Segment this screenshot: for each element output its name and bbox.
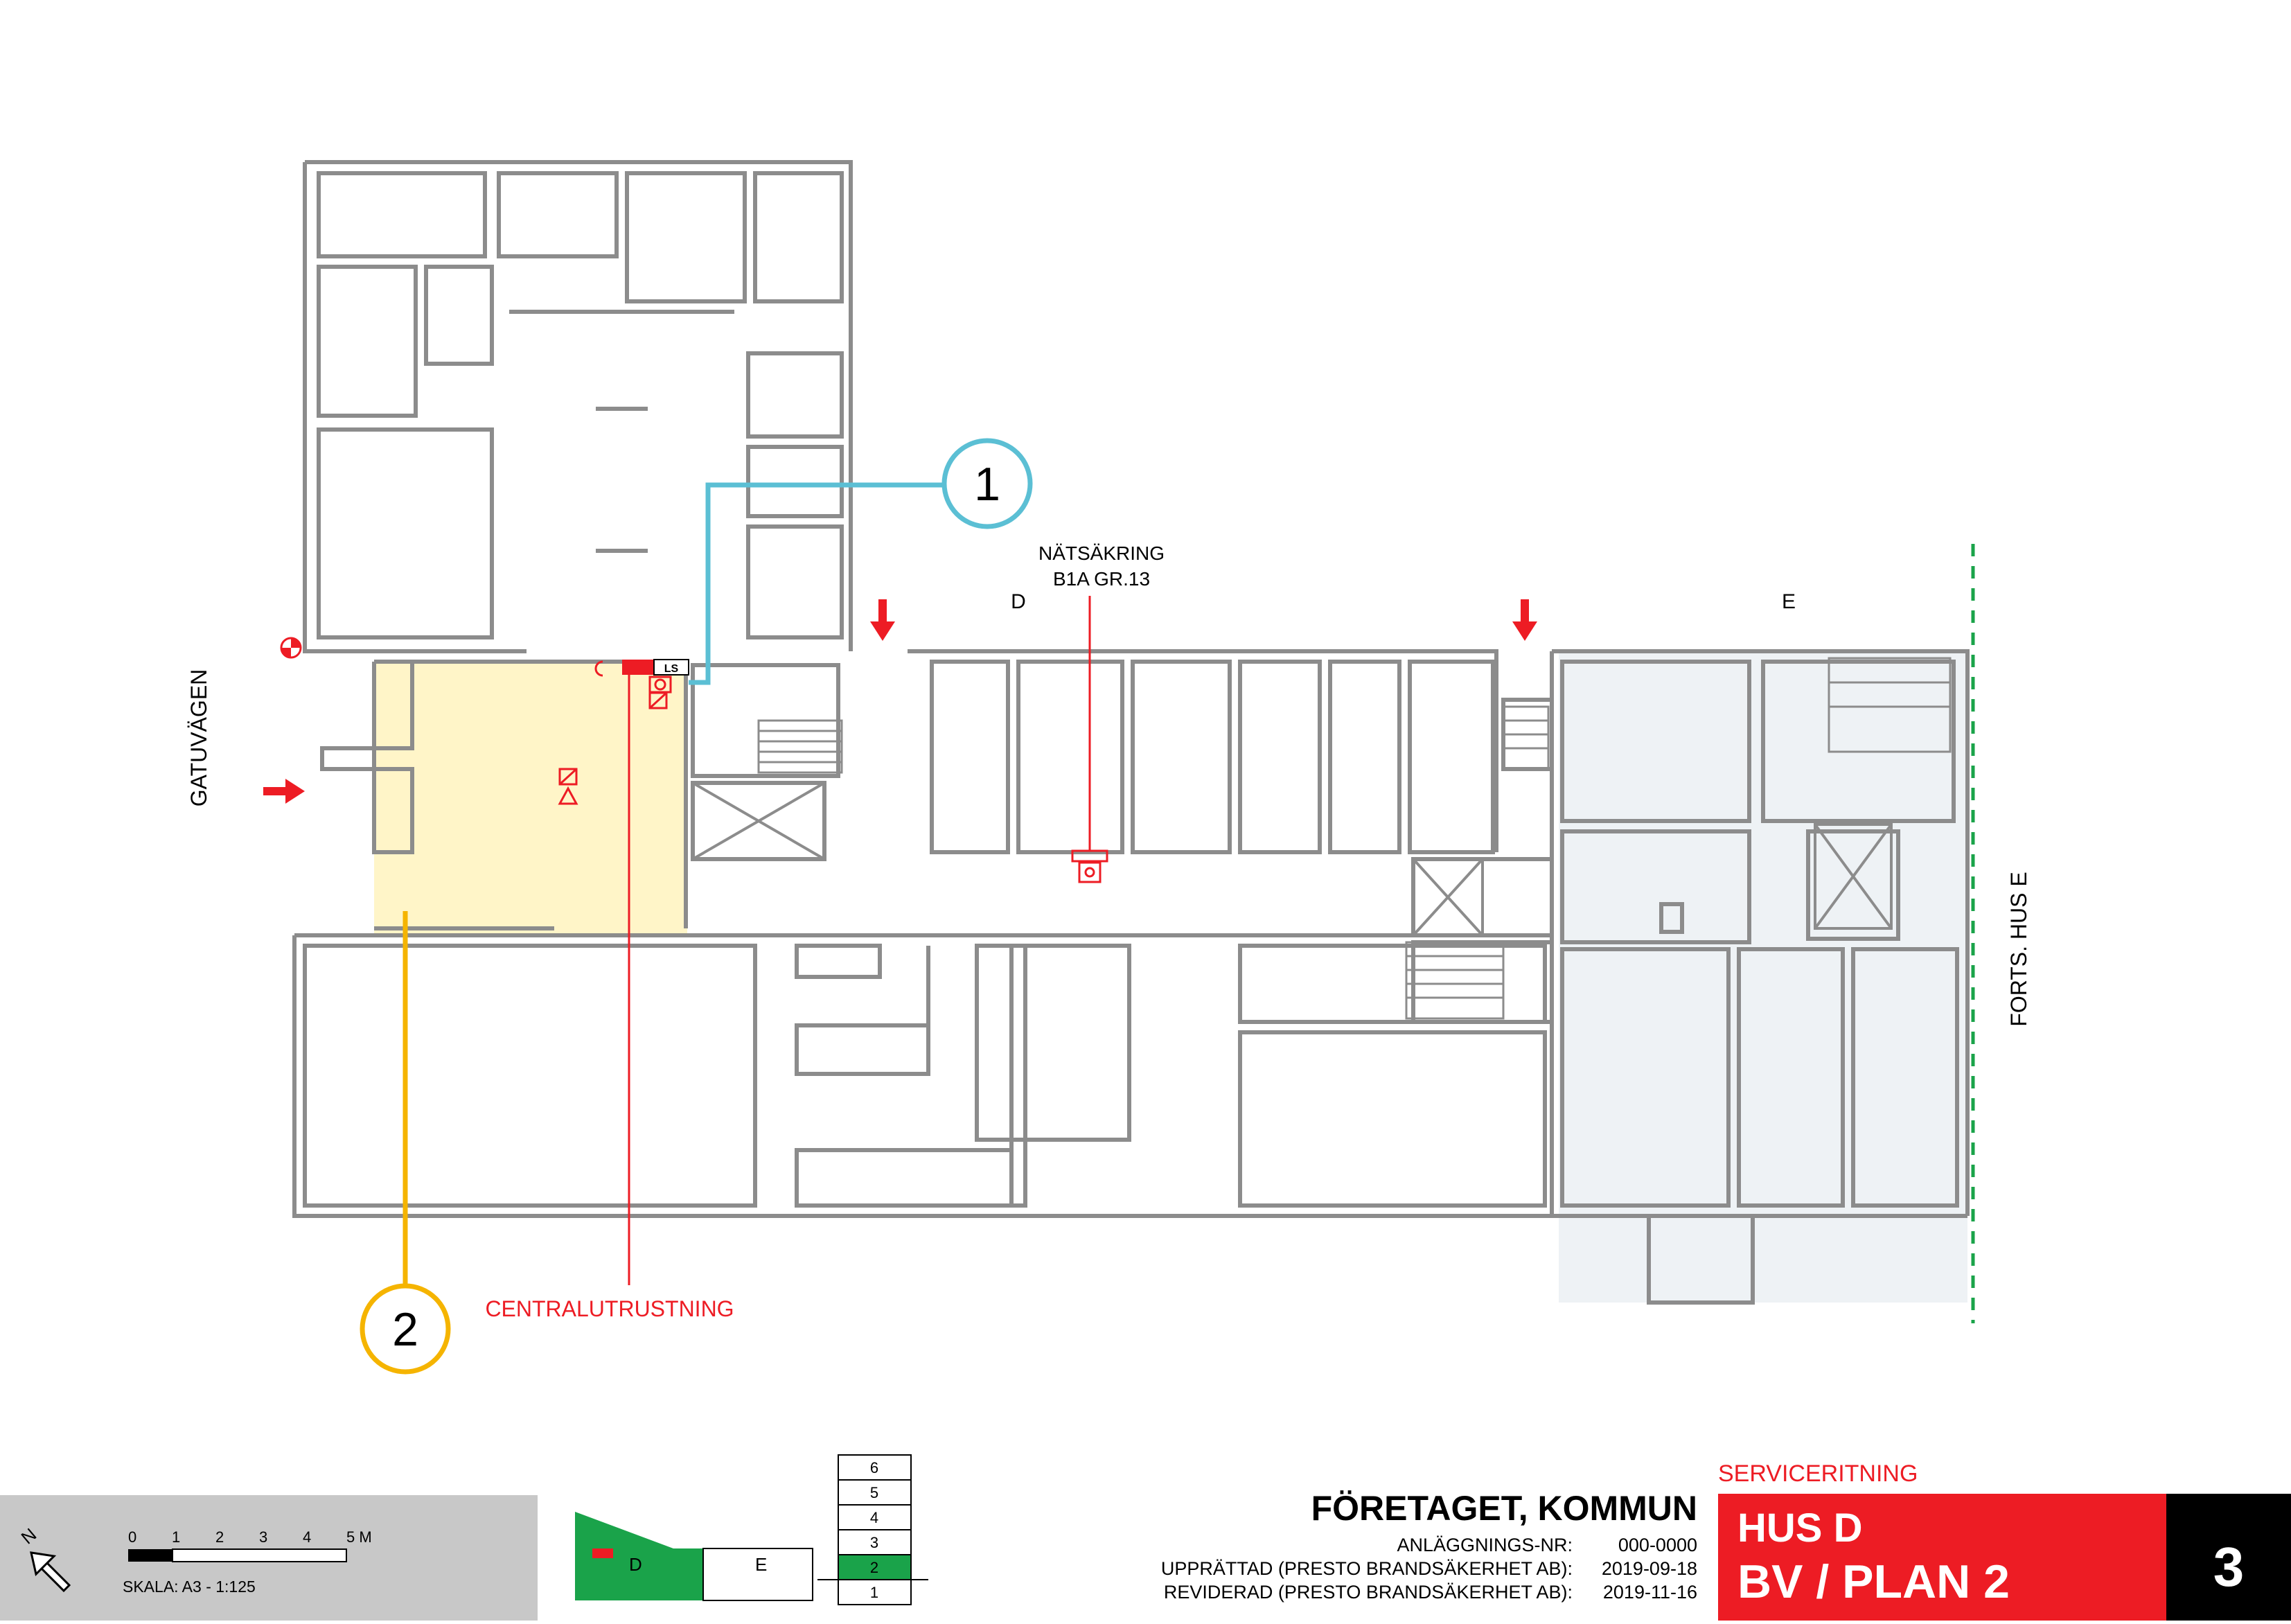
detector-icon <box>558 768 578 786</box>
marker1-text: 1 <box>974 458 1000 511</box>
marker2-text: 2 <box>392 1303 418 1356</box>
scale-tick-label: 5 M <box>346 1528 372 1546</box>
info-row-value: 000-0000 <box>1618 1535 1697 1555</box>
floor-box <box>838 1579 912 1605</box>
keymap-house-e <box>702 1548 813 1601</box>
keymap-here-marker <box>592 1548 613 1558</box>
floor-stack: 6 5 4 3 2 1 <box>817 1454 928 1605</box>
scale-tick-label: 4 <box>303 1528 311 1546</box>
ls-box <box>653 659 689 676</box>
marker2-circle <box>360 1283 451 1375</box>
fuse-label-line2: B1A GR.13 <box>1053 568 1150 590</box>
scale-ticks: 0 1 2 3 4 5 M <box>128 1528 372 1546</box>
scale-tick-label: 1 <box>172 1528 180 1546</box>
fuse-symbol-icon <box>1078 861 1102 883</box>
stairs <box>757 657 1952 1020</box>
section-e-label: E <box>1782 590 1796 613</box>
marker1-leader <box>689 482 946 685</box>
scale-tick-label: 0 <box>128 1528 136 1546</box>
battery-icon <box>648 691 668 709</box>
assembly-point-icon <box>280 637 302 659</box>
north-arrow-icon <box>30 1551 71 1593</box>
scale-tick-label: 3 <box>259 1528 267 1546</box>
floor-label: 6 <box>870 1459 878 1476</box>
info-row: REVIDERAD (PRESTO BRANDSÄKERHET AB): 2019… <box>1005 1582 1697 1605</box>
control-panel-icon <box>622 660 654 675</box>
info-row-label: REVIDERAD (PRESTO BRANDSÄKERHET AB): <box>1163 1582 1573 1603</box>
floor-box <box>838 1504 912 1530</box>
info-row: ANLÄGGNINGS-NR: 000-0000 <box>1005 1535 1697 1558</box>
entry-arrow-d-icon <box>870 599 895 641</box>
marker1-circle <box>941 438 1033 529</box>
key-map: D E 6 5 4 3 2 1 <box>575 1454 928 1605</box>
floor-label: 3 <box>870 1534 878 1551</box>
house-title: HUS D <box>1737 1506 1863 1551</box>
info-row: UPPRÄTTAD (PRESTO BRANDSÄKERHET AB): 2019… <box>1005 1558 1697 1582</box>
floor-label: 5 <box>870 1484 878 1501</box>
company-name: FÖRETAGET, KOMMUN <box>1311 1489 1697 1528</box>
drawing-type: SERVICERITNING <box>1718 1460 1918 1487</box>
entry-arrow-e-icon <box>1512 599 1537 641</box>
scale-bar-black <box>128 1549 173 1562</box>
plan-title: BV / PLAN 2 <box>1737 1555 2010 1608</box>
keymap-e-label: E <box>755 1554 767 1575</box>
house-e-walls <box>1550 649 1970 1305</box>
entry-arrow-west-icon <box>263 779 305 804</box>
info-row-label: ANLÄGGNINGS-NR: <box>1397 1535 1573 1555</box>
scale-text: SKALA: A3 - 1:125 <box>123 1578 256 1596</box>
fire-alarm-devices <box>558 659 1108 883</box>
central-equipment-zone <box>374 660 687 934</box>
fuse-label-line1: NÄTSÄKRING <box>1038 542 1165 564</box>
info-row-value: 2019-09-18 <box>1601 1558 1697 1579</box>
floor-label: 2 <box>870 1559 878 1576</box>
info-row-label: UPPRÄTTAD (PRESTO BRANDSÄKERHET AB): <box>1160 1558 1573 1579</box>
central-label: CENTRALUTRUSTNING <box>485 1296 734 1321</box>
floor-box <box>838 1454 912 1481</box>
info-row-value: 2019-11-16 <box>1602 1582 1697 1603</box>
north-label: N <box>17 1524 41 1548</box>
scale-bar-white <box>172 1548 347 1562</box>
title-block-red: HUS D BV / PLAN 2 <box>1718 1494 2166 1621</box>
section-d-label: D <box>1011 590 1026 613</box>
south-wing-walls <box>292 933 1967 1218</box>
north-wing-walls <box>303 160 853 653</box>
elevator-shafts <box>691 782 1893 937</box>
continues-label: FORTS. HUS E <box>2006 872 2031 1026</box>
scale-tick-label: 2 <box>215 1528 224 1546</box>
sheet-number: 3 <box>2213 1536 2245 1598</box>
floor-label: 1 <box>870 1584 878 1601</box>
floor-box <box>838 1554 912 1580</box>
door-symbol-icon <box>594 660 603 677</box>
scale-panel: N 0 1 2 3 4 5 M SKALA: A3 - 1:125 <box>0 1495 538 1621</box>
street-label: GATUVÄGEN <box>186 669 211 807</box>
floor-box <box>838 1529 912 1555</box>
ls-label: LS <box>664 663 679 675</box>
entry-arrows <box>263 599 1537 804</box>
title-block-sheet: 3 <box>2166 1494 2291 1621</box>
keymap-d-label: D <box>629 1554 642 1575</box>
floor-label: 4 <box>870 1509 878 1526</box>
